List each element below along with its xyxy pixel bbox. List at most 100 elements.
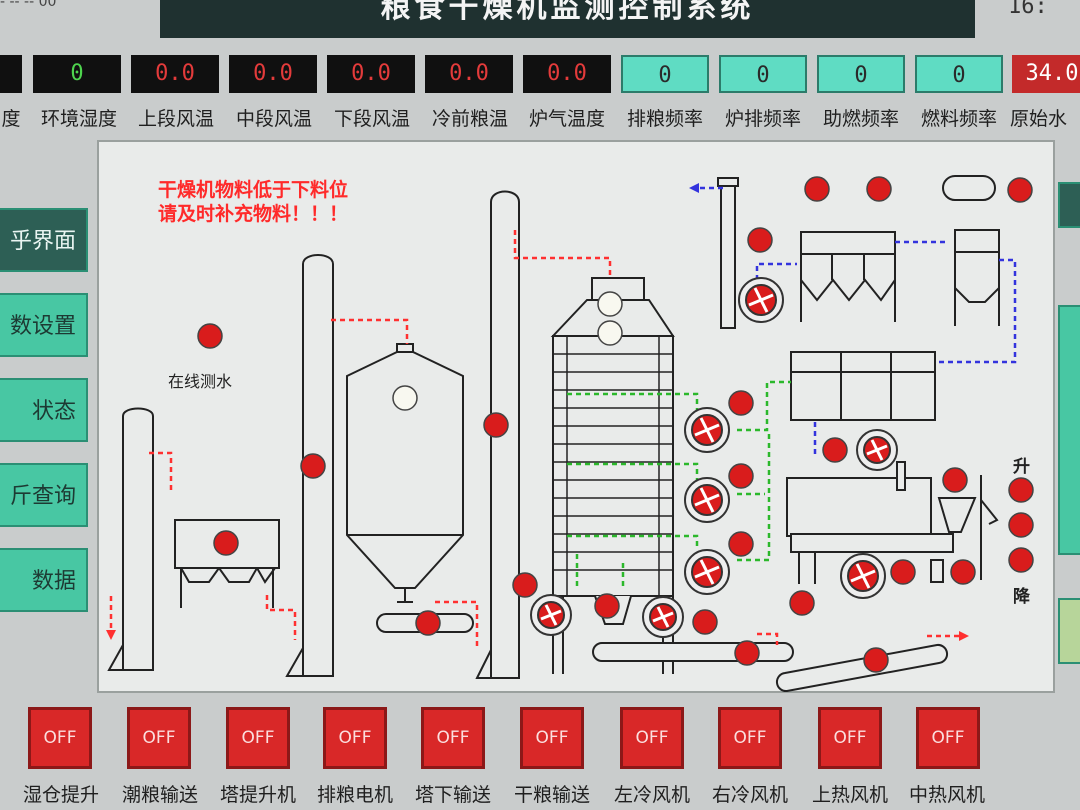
indicator-light [512,572,538,598]
page-title: 粮食干燥机监测控制系统 [160,0,975,38]
gauge-label: 原始水 [1010,108,1068,130]
right-nav-button[interactable] [1058,598,1080,664]
alarm-message-line2: 请及时补充物料！！！ [158,203,349,225]
indicator-light [483,412,509,438]
gauge-label: 度 [1,108,21,130]
gauge-middle-air-temp: 0.0 [229,55,317,93]
online-moisture-label: 在线测水 [168,372,233,391]
indicator-light [942,467,968,493]
gauge-discharge-frequency[interactable]: 0 [621,55,709,93]
indicator-light [197,323,223,349]
furnace [786,477,932,537]
alarm-message-line1: 干燥机物料低于下料位 [158,179,349,201]
indicator-light [863,647,889,673]
gauge-grain-temp-before-cooling: 0.0 [425,55,513,93]
nav-data[interactable]: 数据 [0,548,88,612]
control-label: 中热风机 [908,784,985,806]
gauge-label: 炉排频率 [724,108,801,130]
gauge-label: 环境湿度 [40,108,117,130]
control-label: 塔提升机 [219,784,296,806]
fan-icon [856,429,898,471]
tower-elevator-toggle[interactable]: OFF [226,707,290,769]
chimney [720,183,736,329]
control-label: 潮粮输送 [121,784,198,806]
gauge-label: 助燃频率 [822,108,899,130]
fan-icon [684,477,730,523]
middle-hot-fan-toggle[interactable]: OFF [916,707,980,769]
wet-grain-conveyor-toggle[interactable]: OFF [127,707,191,769]
right-nav-button[interactable] [1058,305,1080,555]
control-label: 干粮输送 [513,784,590,806]
gauge-upper-air-temp: 0.0 [131,55,219,93]
gauge-grate-frequency[interactable]: 0 [719,55,807,93]
nav-query[interactable]: 斤查询 [0,463,88,527]
upper-hot-fan-toggle[interactable]: OFF [818,707,882,769]
right-nav-button[interactable] [1058,182,1080,228]
indicator-light [300,453,326,479]
indicator-light [822,437,848,463]
under-tower-conveyor-toggle[interactable]: OFF [421,707,485,769]
fan-icon [840,553,886,599]
wet-bin-elevator [122,407,154,671]
nav-status[interactable]: 状态 [0,378,88,442]
right-cooling-fan-toggle[interactable]: OFF [718,707,782,769]
heat-exchanger [790,351,936,421]
nav-parameter-settings[interactable]: 数设置 [0,293,88,357]
gauge-label: 下段风温 [333,108,410,130]
indicator-light [1007,177,1033,203]
header-stub: - -- -- 00 [0,0,57,10]
control-label: 湿仓提升 [22,784,99,806]
indicator-light [866,176,892,202]
indicator-light [597,291,623,317]
gauge-label: 中段风温 [235,108,312,130]
indicator-light [1008,477,1034,503]
output-conveyor [776,643,948,693]
indicator-light [728,390,754,416]
gauge-ambient-temp [0,55,22,93]
indicator-light [789,590,815,616]
indicator-light [392,385,418,411]
gauge-raw-moisture: 34.0 [1012,55,1080,93]
control-label: 左冷风机 [613,784,690,806]
fan-icon [642,596,684,638]
gauge-combustion-air-frequency[interactable]: 0 [817,55,905,93]
indicator-light [728,463,754,489]
indicator-light [950,559,976,585]
left-cooling-fan-toggle[interactable]: OFF [620,707,684,769]
indicator-light [734,640,760,666]
cyclone [954,229,1000,253]
fan-icon [684,407,730,453]
control-label: 排粮电机 [316,784,393,806]
control-label: 塔下输送 [414,784,491,806]
indicator-light [1008,547,1034,573]
dry-grain-conveyor-toggle[interactable]: OFF [520,707,584,769]
gauge-label: 燃料频率 [920,108,997,130]
dryer-tower [552,335,674,597]
lift-up-label: 升 [1013,457,1030,477]
control-label: 右冷风机 [711,784,788,806]
gauge-label: 冷前粮温 [431,108,508,130]
tower-elevator [490,190,520,679]
nav-main-screen[interactable]: 乎界面 [0,208,88,272]
indicator-light [728,531,754,557]
gauge-label: 炉气温度 [528,108,605,130]
gauge-furnace-gas-temp: 0.0 [523,55,611,93]
clock: 16: [1008,0,1048,19]
fan-icon [738,277,784,323]
indicator-light [747,227,773,253]
discharge-motor-toggle[interactable]: OFF [323,707,387,769]
wet-bin-elevator-toggle[interactable]: OFF [28,707,92,769]
wet-bin [174,519,280,569]
gauge-fuel-frequency[interactable]: 0 [915,55,1003,93]
indicator-light [597,320,623,346]
lift-down-label: 降 [1013,587,1030,607]
dry-grain-conveyor [592,642,794,662]
gauge-label: 排粮频率 [626,108,703,130]
indicator-light [213,530,239,556]
gauge-lower-air-temp: 0.0 [327,55,415,93]
gauge-ambient-humidity: 0 [33,55,121,93]
indicator-light [415,610,441,636]
indicator-light [1008,512,1034,538]
fan-icon [684,549,730,595]
control-label: 上热风机 [811,784,888,806]
